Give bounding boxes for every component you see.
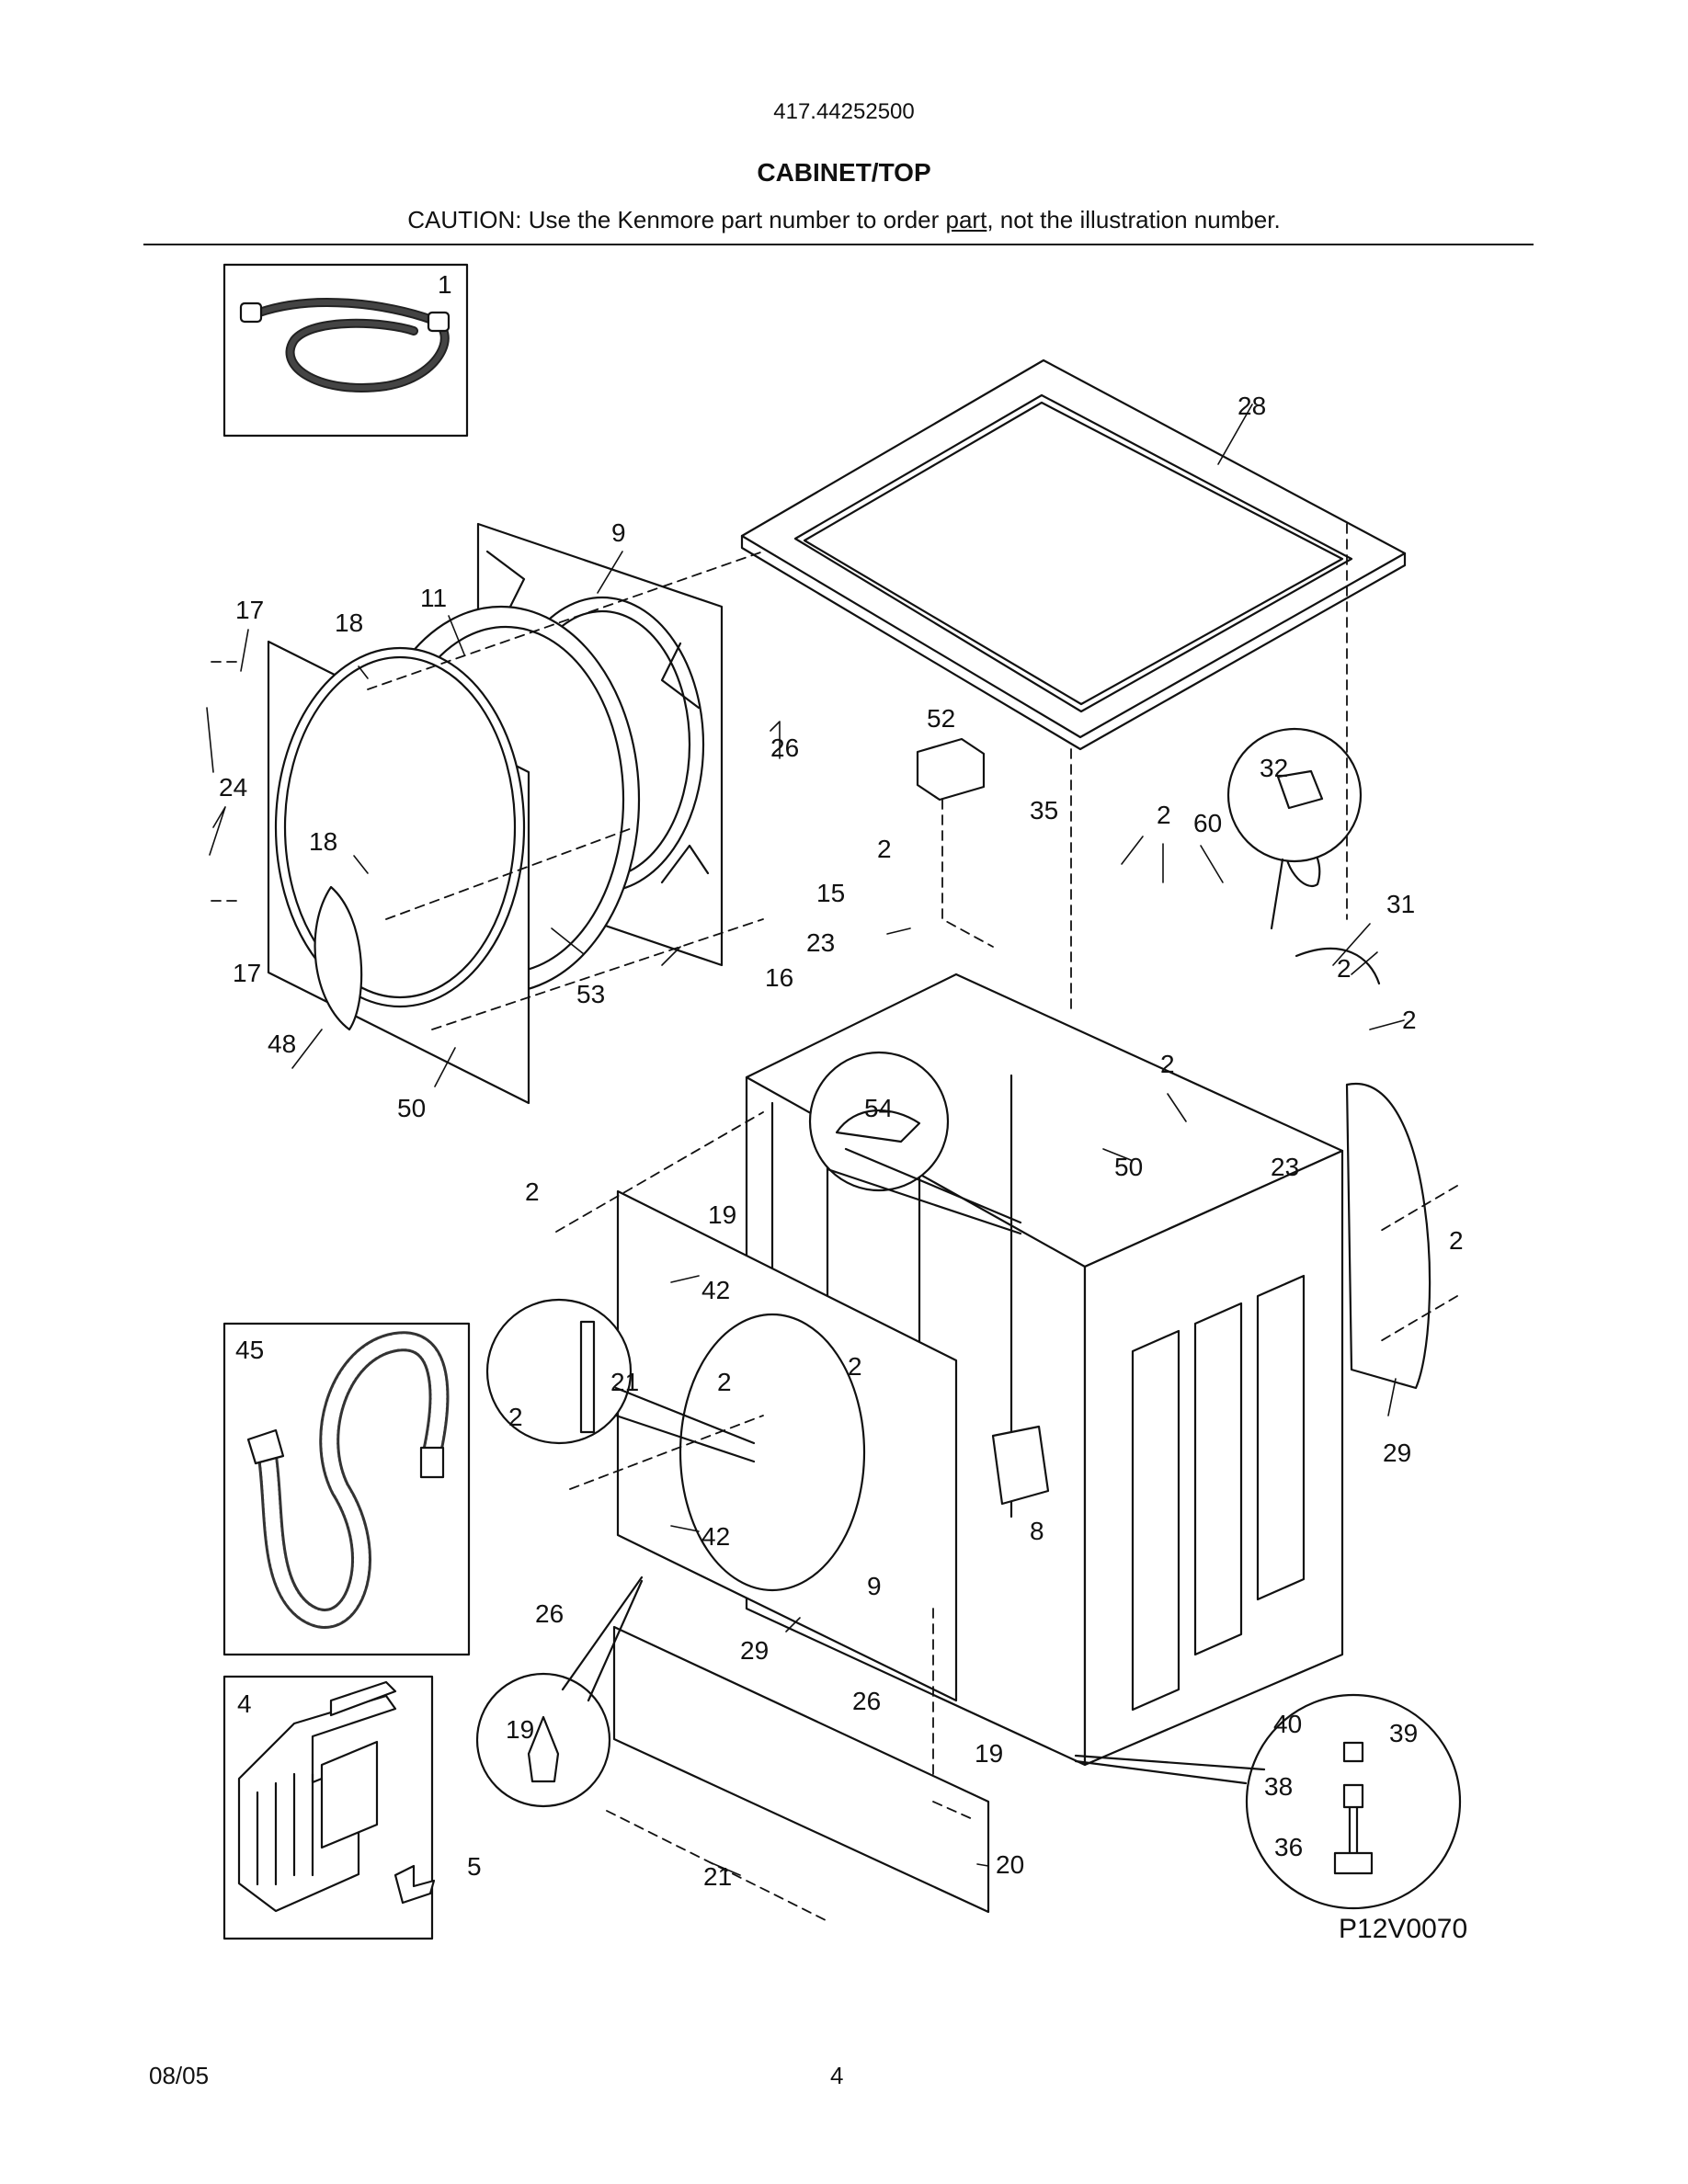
callout-2-a: 2 <box>1157 801 1171 829</box>
callout-32: 32 <box>1260 754 1289 782</box>
callout-24: 28 <box>1237 392 1267 420</box>
callout-22-right: 23 <box>1271 1153 1300 1181</box>
callout-17-bottom: 19 <box>975 1739 1004 1768</box>
inset-box-hose <box>222 263 469 438</box>
callout-4: 4 <box>237 1689 252 1718</box>
front-panel-outer <box>267 640 530 1105</box>
rear-panel <box>1345 1082 1431 1390</box>
callout-14: 16 <box>765 963 794 992</box>
revision-date: 08/05 <box>149 2062 210 2089</box>
callout-38: 38 <box>1264 1772 1294 1801</box>
callout-48: 50 <box>397 1094 427 1122</box>
inset-box-control <box>222 1675 434 1940</box>
callout-2-e: 2 <box>1160 1050 1175 1078</box>
callout-29: 29 <box>740 1636 770 1665</box>
callout-2-b: 2 <box>877 835 892 863</box>
callout-2-g: 2 <box>1449 1226 1464 1255</box>
callout-35: 35 <box>1030 796 1059 825</box>
callout-2-d: 2 <box>1402 1006 1417 1034</box>
callout-1: 1 <box>438 270 452 299</box>
drain-hose-illustration <box>246 1331 450 1629</box>
caution-text-after: , not the illustration number. <box>987 206 1281 233</box>
callout-16-top: 18 <box>335 609 364 637</box>
model-number: 417.44252500 <box>773 99 915 124</box>
assembly-guide-lines <box>211 523 1458 1922</box>
callout-15-bottom: 17 <box>233 959 262 987</box>
figure-code: P12V0070 <box>1339 1914 1468 1944</box>
front-panel-frame <box>616 1189 958 1702</box>
callout-20: 21 <box>610 1368 640 1396</box>
callout-8: 8 <box>1030 1517 1044 1545</box>
callout-31: 31 <box>1386 890 1416 918</box>
callout-54: 54 <box>864 1094 894 1122</box>
callout-12: 9 <box>611 518 626 547</box>
inlet-hose-illustration <box>239 298 451 392</box>
caution-text-before: CAUTION: Use the Kenmore part number to … <box>407 206 946 233</box>
callout-46: 48 <box>268 1029 297 1058</box>
callout-11: 11 <box>420 584 448 612</box>
callout-leaders <box>206 404 1405 1876</box>
callout-52: 52 <box>927 704 956 733</box>
callout-26-right: 26 <box>852 1687 882 1715</box>
inset-box-drain-hose <box>222 1322 471 1656</box>
callout-23: 26 <box>770 734 800 762</box>
callout-2-f: 2 <box>525 1177 540 1206</box>
callout-42-top: 42 <box>701 1276 731 1304</box>
callout-2-i: 2 <box>717 1368 732 1396</box>
callout-2-j: 2 <box>508 1403 523 1431</box>
callout-5: 5 <box>467 1852 482 1881</box>
callout-39: 39 <box>1389 1719 1419 1747</box>
callout-45: 45 <box>235 1336 265 1364</box>
toe-kick-panel <box>612 1625 990 1914</box>
sensor-block <box>916 737 986 802</box>
callout-42-bottom: 42 <box>701 1522 731 1551</box>
callout-28: 29 <box>1383 1439 1412 1467</box>
callout-22-left: 23 <box>806 928 836 957</box>
power-cord <box>1295 947 1381 985</box>
callout-2-h: 2 <box>848 1352 862 1381</box>
callout-53: 53 <box>576 980 606 1008</box>
header-divider <box>143 244 1534 245</box>
caution-note: CAUTION: Use the Kenmore part number to … <box>0 206 1688 234</box>
callout-40: 40 <box>1273 1710 1303 1738</box>
control-assembly-illustration <box>237 1680 436 1913</box>
callout-2-c: 2 <box>1337 954 1352 983</box>
callout-21: 24 <box>219 773 248 802</box>
callout-19: 21 <box>703 1862 733 1891</box>
callout-17-top: 19 <box>708 1200 737 1229</box>
callout-26-left: 26 <box>535 1599 565 1628</box>
caution-text-underlined: part <box>945 206 987 233</box>
callout-13: 15 <box>816 879 846 907</box>
section-title: CABINET/TOP <box>757 158 931 187</box>
callout-60: 60 <box>1193 809 1223 837</box>
door-lock <box>991 1425 1050 1506</box>
top-panel <box>740 358 1407 751</box>
door-cover <box>314 885 363 1031</box>
callout-18: 20 <box>996 1850 1025 1879</box>
callout-17-magnified: 19 <box>506 1715 535 1744</box>
callout-50: 50 <box>1114 1153 1144 1181</box>
callout-16-mid: 18 <box>309 827 338 856</box>
callout-15-top: 17 <box>235 596 265 624</box>
callout-9: 9 <box>867 1572 882 1600</box>
page-number: 4 <box>830 2062 844 2089</box>
callout-36: 36 <box>1274 1833 1304 1861</box>
